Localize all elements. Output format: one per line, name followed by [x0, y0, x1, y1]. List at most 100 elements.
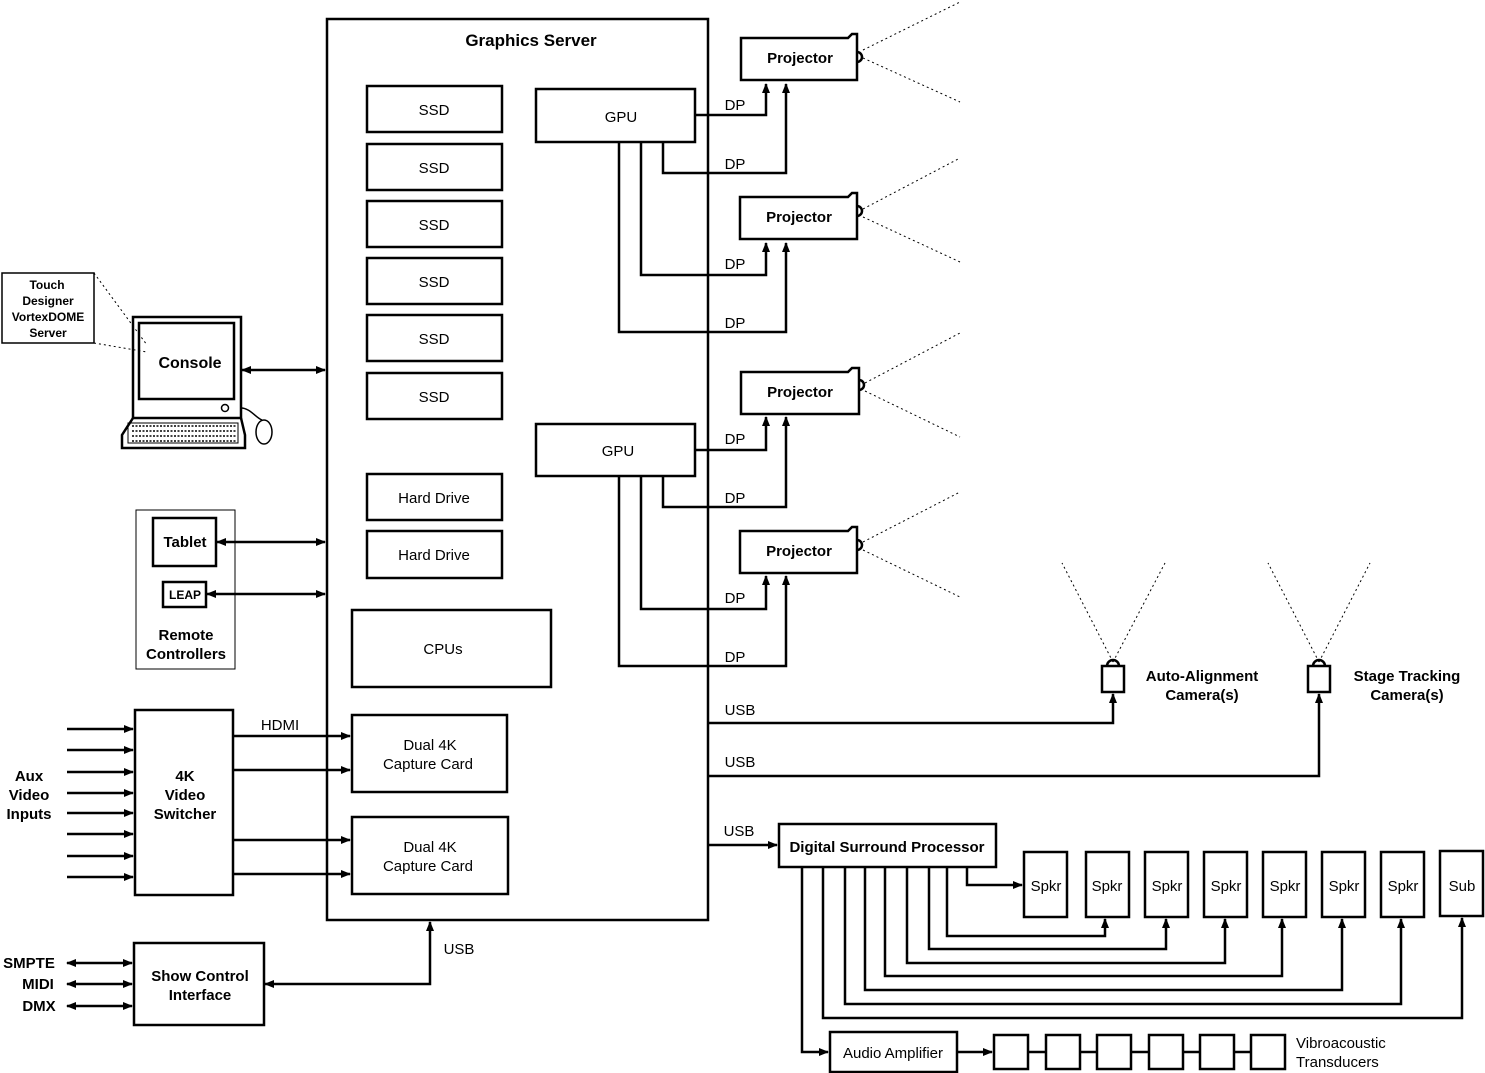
usb-label: USB	[444, 941, 475, 958]
aux-video-inputs: Aux Video Inputs	[7, 725, 134, 881]
camera-label: Auto-Alignment	[1146, 668, 1258, 685]
dp-label: DP	[725, 256, 746, 273]
sub-label: Sub	[1449, 878, 1476, 895]
processor-label: Digital Surround Processor	[789, 839, 984, 856]
speaker-label: Spkr	[1031, 878, 1062, 895]
capture-card-label: Dual 4K	[403, 737, 456, 754]
transducers-label: Transducers	[1296, 1054, 1379, 1071]
gpu1-links	[617, 83, 790, 334]
console-note-line: Server	[29, 326, 67, 340]
ssd-label: SSD	[419, 160, 450, 177]
dp-label: DP	[725, 431, 746, 448]
remote-label: Remote	[158, 627, 213, 644]
graphics-server: Graphics Server SSD SSD SSD SSD SSD SSD …	[325, 17, 710, 922]
projector-label: Projector	[766, 543, 832, 560]
remote-label: Controllers	[146, 646, 226, 663]
video-switcher: 4K Video Switcher	[133, 708, 235, 897]
gpu2-links	[617, 416, 790, 668]
digital-surround-processor: Digital Surround Processor	[777, 822, 998, 869]
signal-label: SMPTE	[3, 955, 55, 972]
show-control-label: Show Control	[151, 968, 249, 985]
gpu-label: GPU	[602, 443, 635, 460]
usb-links: USB USB USB USB	[264, 693, 1323, 988]
gpu-label: GPU	[605, 109, 638, 126]
dp-label: DP	[725, 97, 746, 114]
console-note-line: Designer	[22, 294, 74, 308]
hard-drives: Hard Drive Hard Drive	[365, 472, 504, 580]
camera-label: Camera(s)	[1165, 687, 1238, 704]
capture-card-label: Dual 4K	[403, 839, 456, 856]
dp-label: DP	[725, 315, 746, 332]
speaker-links	[800, 867, 1466, 1056]
projector-4: Projector	[738, 491, 961, 598]
remote-controllers: Tablet LEAP Remote Controllers	[135, 509, 236, 670]
stage-tracking-camera: Stage Tracking Camera(s)	[1267, 562, 1461, 704]
speaker-label: Spkr	[1270, 878, 1301, 895]
hdmi-links: HDMI	[233, 717, 351, 878]
tablet-label: Tablet	[163, 534, 206, 551]
ssd-label: SSD	[419, 274, 450, 291]
switcher-label: 4K	[175, 768, 194, 785]
usb-label: USB	[725, 754, 756, 771]
usb-label: USB	[724, 823, 755, 840]
console-note-line: VortexDOME	[12, 310, 84, 324]
projector-1: Projector	[739, 1, 961, 103]
leap-label: LEAP	[169, 588, 201, 602]
capture-card-1: Dual 4K Capture Card	[350, 713, 509, 794]
console-workstation: Console	[120, 315, 273, 450]
usb-label: USB	[725, 702, 756, 719]
speakers: Spkr Spkr Spkr Spkr Spkr Spkr Spkr Sub	[1022, 849, 1485, 919]
dp-label: DP	[725, 649, 746, 666]
ssd-stack: SSD SSD SSD SSD SSD SSD	[365, 84, 504, 421]
amplifier-label: Audio Amplifier	[843, 1045, 943, 1062]
capture-card-label: Capture Card	[383, 756, 473, 773]
auto-alignment-camera: Auto-Alignment Camera(s)	[1061, 562, 1258, 704]
ssd-label: SSD	[419, 331, 450, 348]
hard-drive-label: Hard Drive	[398, 547, 470, 564]
capture-card-label: Capture Card	[383, 858, 473, 875]
dp-label: DP	[725, 156, 746, 173]
hard-drive-label: Hard Drive	[398, 490, 470, 507]
console-note: Touch Designer VortexDOME Server	[1, 272, 148, 353]
capture-card-2: Dual 4K Capture Card	[350, 815, 510, 896]
aux-label: Aux	[15, 768, 44, 785]
ssd-label: SSD	[419, 389, 450, 406]
console-note-line: Touch	[29, 278, 64, 292]
camera-label: Stage Tracking	[1354, 668, 1461, 685]
ssd-label: SSD	[419, 217, 450, 234]
vibroacoustic-transducers: Vibroacoustic Transducers	[992, 1033, 1386, 1071]
speaker-label: Spkr	[1092, 878, 1123, 895]
switcher-label: Video	[165, 787, 206, 804]
projector-2: Projector	[738, 157, 961, 263]
cpus-box	[350, 608, 553, 689]
ssd-label: SSD	[419, 102, 450, 119]
projector-3: Projector	[739, 332, 961, 438]
signal-label: MIDI	[22, 976, 54, 993]
cpus-label: CPUs	[423, 641, 462, 658]
switcher-label: Switcher	[154, 806, 217, 823]
signal-label: DMX	[22, 998, 55, 1015]
aux-label: Inputs	[7, 806, 52, 823]
speaker-label: Spkr	[1329, 878, 1360, 895]
dp-labels: DP DP DP DP DP DP DP DP	[725, 97, 746, 666]
graphics-server-title: Graphics Server	[465, 31, 597, 50]
show-control-label: Interface	[169, 987, 232, 1004]
dp-label: DP	[725, 590, 746, 607]
dp-label: DP	[725, 490, 746, 507]
show-control-signals: SMPTE MIDI DMX	[3, 955, 133, 1015]
audio-amplifier: Audio Amplifier	[828, 1030, 993, 1073]
projector-label: Projector	[767, 50, 833, 67]
projector-label: Projector	[767, 384, 833, 401]
speaker-label: Spkr	[1388, 878, 1419, 895]
gpu-box	[534, 422, 697, 478]
speaker-label: Spkr	[1211, 878, 1242, 895]
projector-label: Projector	[766, 209, 832, 226]
camera-label: Camera(s)	[1370, 687, 1443, 704]
transducers-label: Vibroacoustic	[1296, 1035, 1386, 1052]
hdmi-label: HDMI	[261, 717, 299, 734]
aux-label: Video	[9, 787, 50, 804]
speaker-label: Spkr	[1152, 878, 1183, 895]
console-label: Console	[158, 355, 221, 372]
show-control-interface: Show Control Interface	[132, 941, 266, 1027]
